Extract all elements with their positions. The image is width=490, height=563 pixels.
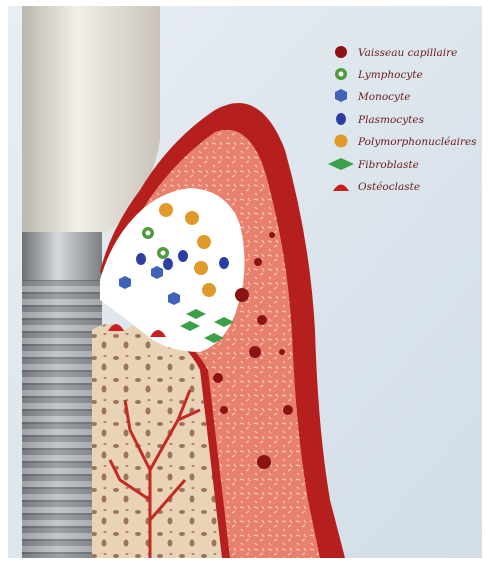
- legend-label: Monocyte: [357, 91, 410, 103]
- legend-item-fibroblaste: Fibroblaste: [328, 158, 419, 171]
- lymphocyte-icon: [335, 68, 347, 80]
- legend-label: Plasmocytes: [357, 114, 425, 126]
- implant-collar: [22, 232, 102, 280]
- capillary-vessel-icon: [335, 46, 347, 58]
- plasmocyte-icon: [336, 113, 346, 125]
- implant-shading: [22, 280, 102, 558]
- legend-label: Lymphocyte: [357, 69, 423, 81]
- legend-label: Fibroblaste: [357, 159, 419, 171]
- polymorphonuclear-icon: [335, 135, 348, 148]
- legend-label: Ostéoclaste: [358, 181, 420, 193]
- legend-label: Polymorphonucléaires: [357, 136, 477, 148]
- legend-label: Vaisseau capillaire: [358, 47, 457, 59]
